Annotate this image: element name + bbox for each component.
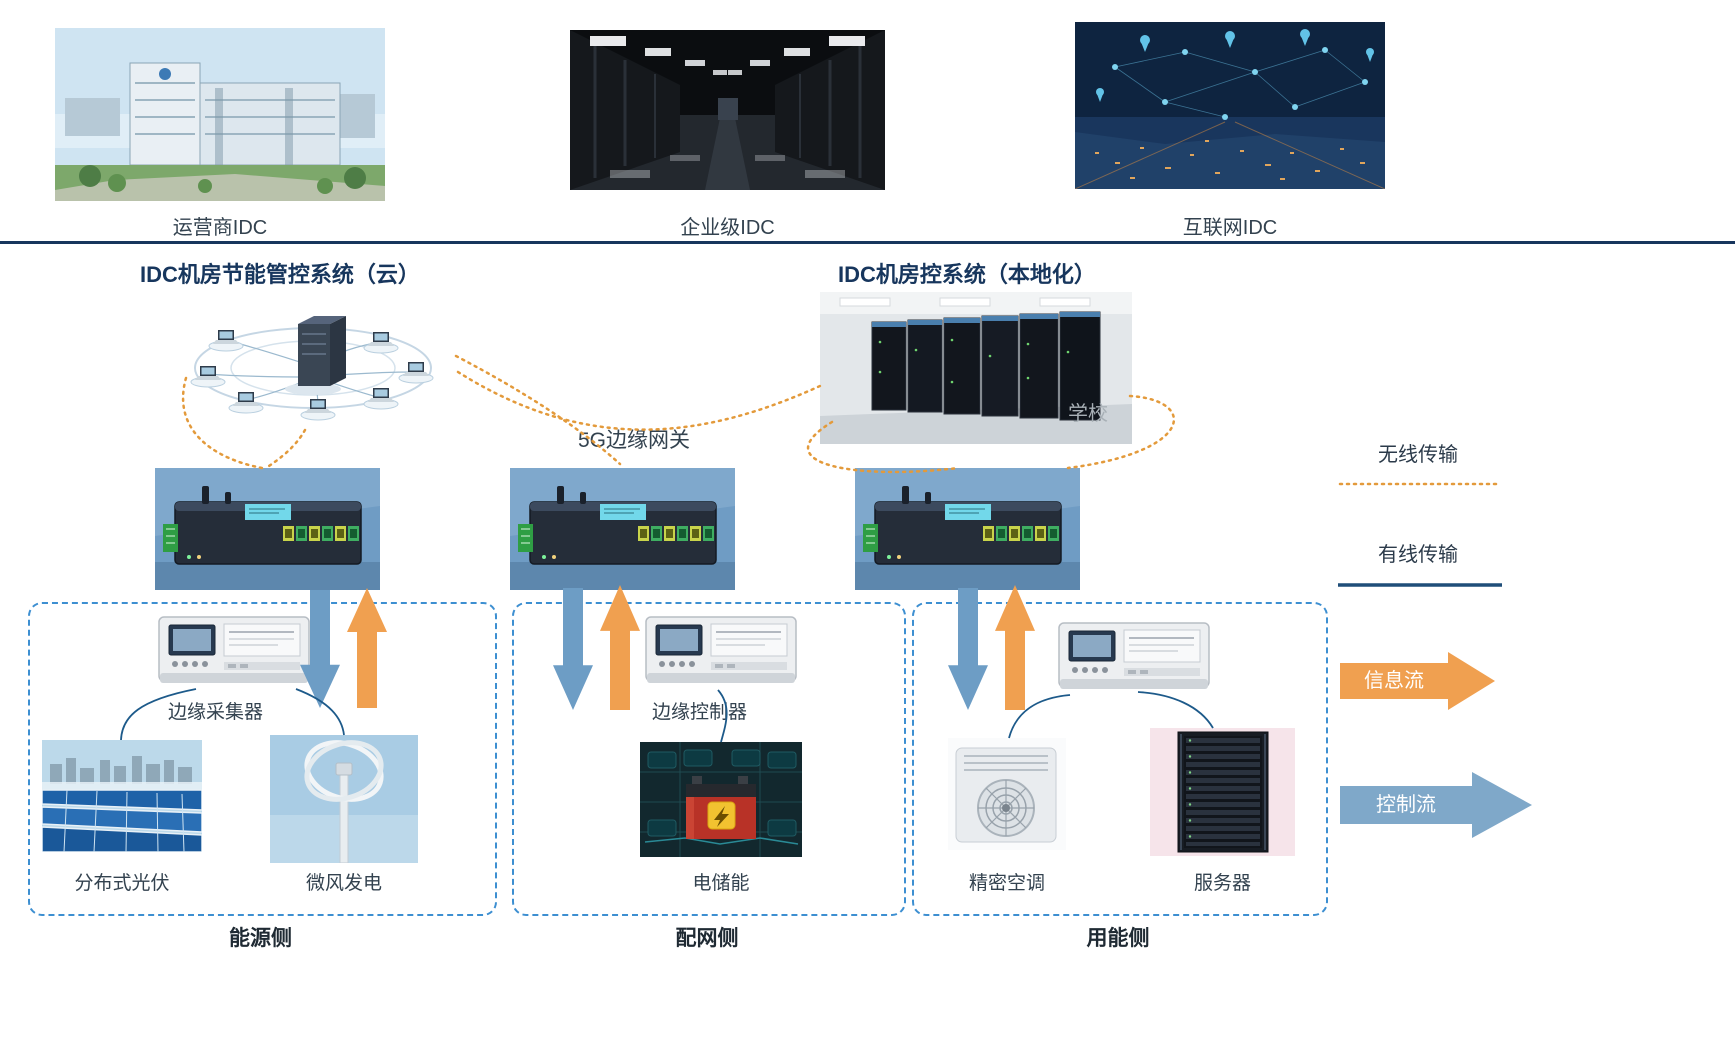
info-flow-arrow xyxy=(1340,652,1495,710)
battery-storage-label: 电储能 xyxy=(692,873,750,894)
air-conditioner-photo xyxy=(948,738,1066,850)
cloud-system-image xyxy=(168,292,458,432)
solar-pv-photo xyxy=(42,740,202,852)
zone3-up-arrow xyxy=(995,585,1035,710)
gateway-3-image xyxy=(855,468,1080,590)
edge-collector-image xyxy=(158,612,310,690)
local-system-image: 学校 xyxy=(820,292,1132,444)
edge-collector-label: 边缘采集器 xyxy=(168,702,264,723)
control-flow-label: 控制流 xyxy=(1376,794,1436,816)
battery-storage-photo xyxy=(640,742,802,857)
zone-consumption-box xyxy=(912,602,1328,916)
wind-turbine-photo xyxy=(270,735,418,863)
legend-wireless-label: 无线传输 xyxy=(1378,444,1458,466)
gateway-2-image xyxy=(510,468,735,590)
cloud-system-title: IDC机房节能管控系统（云） xyxy=(140,262,420,287)
zone1-up-arrow xyxy=(347,588,387,708)
local-system-title: IDC机房控系统（本地化） xyxy=(838,262,1096,287)
wireless-link-cloud-gw1-b xyxy=(264,428,307,470)
enterprise-idc-photo xyxy=(570,30,885,190)
info-flow-label: 信息流 xyxy=(1364,670,1424,692)
zone2-up-arrow xyxy=(600,585,640,710)
section-divider xyxy=(0,241,1735,244)
server-rack-label: 服务器 xyxy=(1193,873,1251,894)
server-rack-photo xyxy=(1150,728,1295,856)
zone3-device-image xyxy=(1058,618,1210,696)
air-conditioner-label: 精密空调 xyxy=(968,873,1045,894)
zone2-down-arrow xyxy=(553,588,593,710)
legend-wired-label: 有线传输 xyxy=(1378,544,1458,566)
local-room-watermark: 学校 xyxy=(1068,402,1108,425)
wind-turbine-label: 微风发电 xyxy=(305,873,382,894)
zone-grid-box xyxy=(512,602,906,916)
edge-controller-image xyxy=(645,612,797,690)
control-flow-arrow xyxy=(1340,772,1532,838)
operator-idc-label: 运营商IDC xyxy=(172,217,268,239)
edge-controller-label: 边缘控制器 xyxy=(652,702,748,723)
zone3-down-arrow xyxy=(948,588,988,710)
gateway-1-image xyxy=(155,468,380,590)
zone2-name: 配网侧 xyxy=(675,927,739,950)
zone1-down-arrow xyxy=(300,590,340,708)
internet-idc-label: 互联网IDC xyxy=(1182,217,1278,239)
enterprise-idc-label: 企业级IDC xyxy=(680,217,775,239)
zone3-name: 用能侧 xyxy=(1086,927,1150,950)
internet-idc-photo xyxy=(1075,22,1385,189)
wireless-link-cloud-local xyxy=(456,370,822,431)
operator-idc-photo xyxy=(55,28,385,201)
gateway-label: 5G边缘网关 xyxy=(578,429,691,452)
zone-energy-box xyxy=(28,602,497,916)
zone1-name: 能源侧 xyxy=(229,927,292,950)
solar-pv-label: 分布式光伏 xyxy=(74,873,170,894)
